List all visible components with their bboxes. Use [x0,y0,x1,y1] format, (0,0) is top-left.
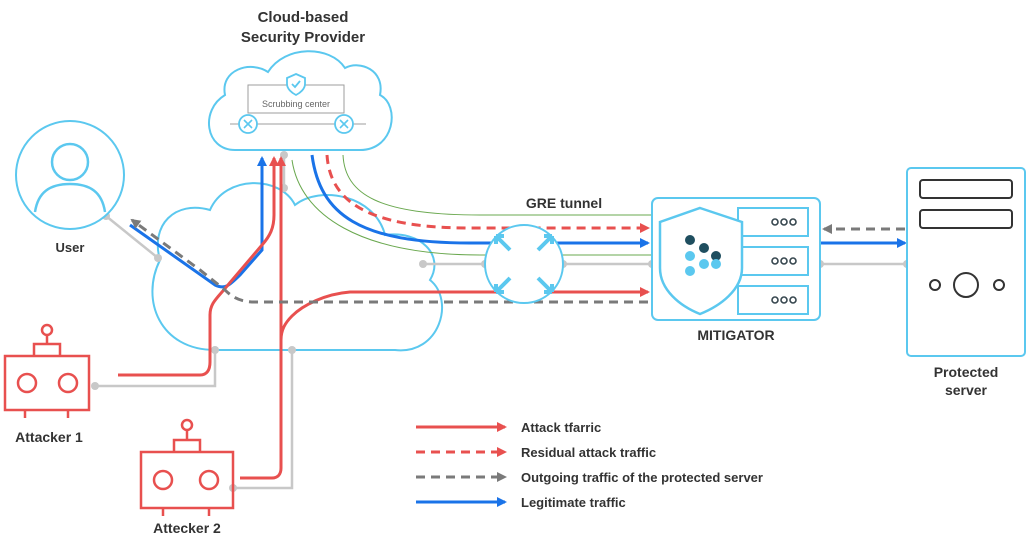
legit-traffic-provider-to-mitigator [310,154,650,248]
scrubbing-center-label: Scrubbing center [262,99,330,109]
legend-label-residual: Residual attack traffic [521,445,656,460]
residual-attack-traffic [325,154,650,233]
gre-tunnel-lower-line [291,159,652,256]
legend-item-outgoing: Outgoing traffic of the protected server [416,470,763,485]
server-label-line2: server [945,382,988,398]
outgoing-traffic-mitigator-to-user [130,218,648,304]
provider-title-line1: Cloud-based [258,9,349,26]
attack-traffic-attacker1 [118,156,279,377]
legend-item-attack: Attack tfarric [416,420,601,435]
gre-tunnel-upper-line [342,154,652,216]
attacker2-label: Attecker 2 [153,520,221,536]
gre-tunnel-label: GRE tunnel [526,195,602,211]
legend: Attack tfarric Residual attack traffic O… [416,420,763,510]
user-label: User [56,240,85,255]
legend-item-residual: Residual attack traffic [416,445,656,460]
router-right-icon [334,114,354,134]
attacker1-robot-icon [3,323,91,418]
attacker1-label: Attacker 1 [15,429,83,445]
gre-router-node [484,224,564,304]
provider-title-line2: Security Provider [241,29,365,46]
user-avatar-icon [15,120,125,230]
legend-item-legit: Legitimate traffic [416,495,626,510]
gray-links [95,155,907,490]
router-left-icon [238,114,258,134]
protected-server-icon [906,167,1026,357]
legend-label-outgoing: Outgoing traffic of the protected server [521,470,763,485]
mitigator-label: MITIGATOR [697,327,774,343]
legend-label-legit: Legitimate traffic [521,495,626,510]
attack-traffic-attacker2 [240,156,286,480]
mitigator-shield-icon [658,206,744,316]
attacker2-robot-icon [139,418,235,516]
legend-label-attack: Attack tfarric [521,420,601,435]
shield-check-icon [286,73,306,97]
attack-traffic-direct-to-mitigator [279,287,650,468]
server-label-line1: Protected [934,364,999,380]
